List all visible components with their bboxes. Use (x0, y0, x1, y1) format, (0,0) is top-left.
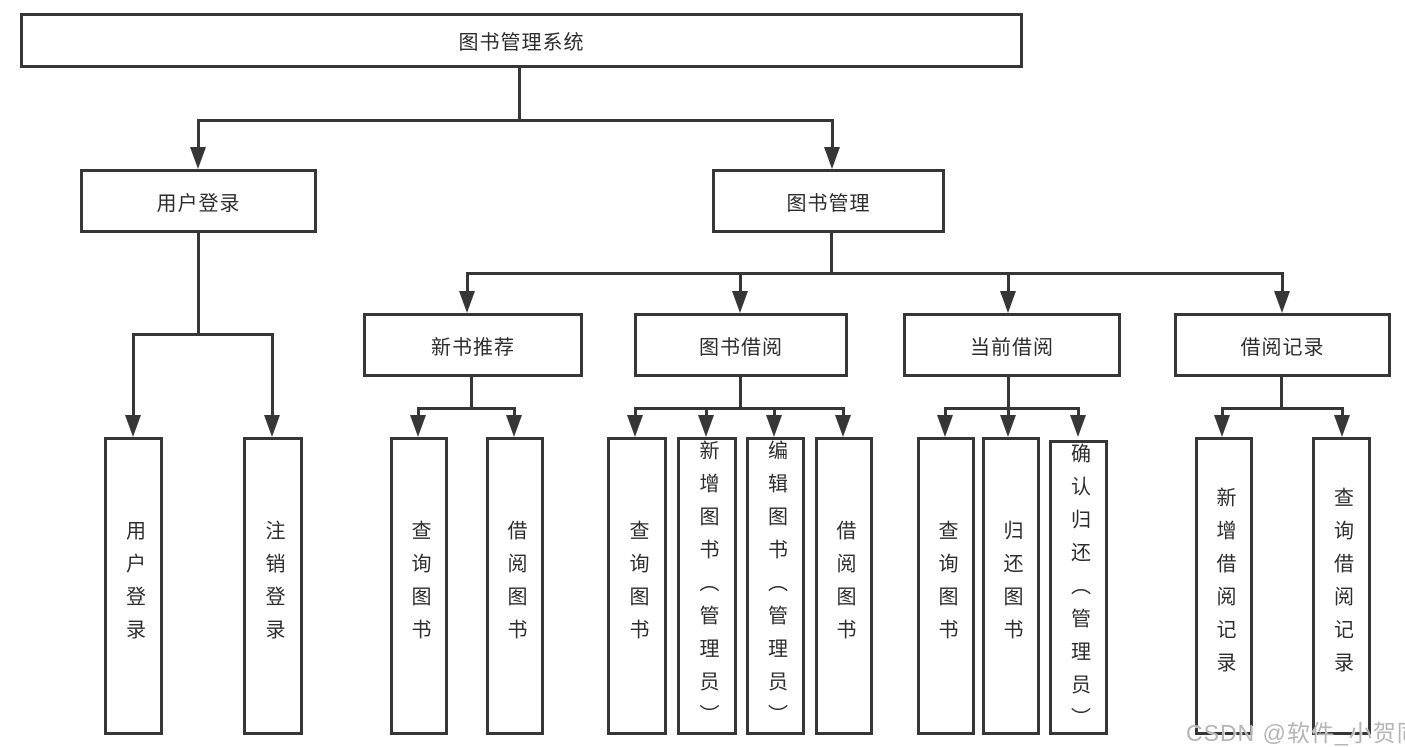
connector-current-borrowing-trunk (1007, 377, 1010, 407)
connector-book-management-span (466, 272, 1283, 275)
arrow-down-icon (410, 415, 426, 437)
leaf-bb-add-books: 新增图书（管理员） (677, 437, 737, 737)
connector-root-trunk (518, 68, 521, 119)
connector-stem-bb-edit (773, 407, 776, 416)
connector-book-borrowing-trunk (739, 377, 742, 407)
connector-stem-br-query (1341, 407, 1344, 416)
leaf-logout-label: 注销登录 (262, 520, 284, 652)
arrow-down-icon (835, 415, 851, 437)
connector-borrowing-records-span (1221, 407, 1343, 410)
leaf-nb-query-books-label: 查询图书 (408, 520, 430, 652)
arrow-down-icon (459, 291, 475, 313)
arrow-down-icon (1214, 415, 1230, 437)
connector-user-login-span (132, 333, 274, 336)
connector-stem-bb-borrow (842, 407, 845, 416)
arrow-down-icon (125, 415, 141, 437)
node-current-borrowing-label: 当前借阅 (970, 336, 1054, 359)
leaf-cb-query-books-label: 查询图书 (935, 520, 957, 652)
connector-book-management-trunk (830, 233, 833, 272)
arrow-down-icon (766, 415, 782, 437)
leaf-user-login: 用户登录 (104, 437, 163, 735)
leaf-bb-query-books-label: 查询图书 (626, 520, 648, 652)
leaf-bb-borrow-books-label: 借阅图书 (833, 520, 855, 652)
arrow-down-icon (506, 415, 522, 437)
leaf-cb-return-books: 归还图书 (982, 437, 1040, 735)
node-book-management: 图书管理 (712, 169, 945, 233)
connector-stem-bb-query (634, 407, 637, 416)
arrow-down-icon (1334, 415, 1350, 437)
node-book-borrowing: 图书借阅 (634, 313, 848, 377)
leaf-br-query-record-label: 查询借阅记录 (1330, 487, 1353, 685)
connector-stem-nb-borrow (513, 407, 516, 416)
node-root-label: 图书管理系统 (458, 32, 585, 54)
connector-new-book-span (417, 407, 515, 410)
node-book-borrowing-label: 图书借阅 (699, 336, 783, 359)
leaf-nb-borrow-books: 借阅图书 (486, 437, 544, 735)
leaf-user-login-label: 用户登录 (122, 520, 145, 652)
arrow-down-icon (732, 291, 748, 313)
node-user-login-label: 用户登录 (156, 192, 241, 215)
connector-stem-borrowing-records (1281, 272, 1284, 292)
node-book-management-label: 图书管理 (786, 192, 871, 215)
connector-stem-cb-query (944, 407, 947, 416)
connector-stem-leaf-logout (271, 333, 274, 416)
connector-stem-book-management (831, 119, 834, 150)
leaf-br-add-record: 新增借阅记录 (1195, 437, 1253, 735)
node-borrowing-records-label: 借阅记录 (1240, 336, 1325, 359)
leaf-bb-query-books: 查询图书 (607, 437, 667, 735)
leaf-cb-return-books-label: 归还图书 (1000, 520, 1022, 652)
arrow-down-icon (1070, 415, 1086, 437)
connector-book-borrowing-span (634, 407, 844, 410)
connector-stem-current-borrowing (1007, 272, 1010, 292)
leaf-bb-add-books-label: 新增图书（管理员） (696, 440, 718, 737)
connector-root-span (197, 119, 834, 122)
arrow-down-icon (937, 415, 953, 437)
arrow-down-icon (190, 147, 206, 169)
arrow-down-icon (1274, 291, 1290, 313)
node-new-book-recommend: 新书推荐 (363, 313, 583, 377)
node-user-login: 用户登录 (80, 169, 317, 233)
connector-current-borrowing-span (944, 407, 1079, 410)
arrow-down-icon (264, 415, 280, 437)
arrow-down-icon (1000, 415, 1016, 437)
watermark-text: CSDN @软件_小贺同学 (1186, 720, 1405, 746)
leaf-bb-borrow-books: 借阅图书 (815, 437, 873, 735)
leaf-bb-edit-books: 编辑图书（管理员） (746, 437, 805, 737)
node-new-book-recommend-label: 新书推荐 (431, 336, 515, 359)
connector-stem-br-add (1221, 407, 1224, 416)
node-current-borrowing: 当前借阅 (903, 313, 1121, 377)
arrow-down-icon (698, 415, 714, 437)
arrow-down-icon (1000, 291, 1016, 313)
leaf-logout: 注销登录 (243, 437, 303, 735)
connector-borrowing-records-trunk (1280, 377, 1283, 407)
connector-new-book-trunk (470, 377, 473, 407)
leaf-nb-borrow-books-label: 借阅图书 (504, 520, 526, 652)
node-root: 图书管理系统 (20, 13, 1023, 68)
connector-stem-book-borrowing (739, 272, 742, 292)
leaf-br-query-record: 查询借阅记录 (1312, 437, 1371, 735)
connector-stem-cb-return (1007, 407, 1010, 416)
leaf-cb-confirm-return: 确认归还（管理员） (1049, 440, 1108, 740)
leaf-bb-edit-books-label: 编辑图书（管理员） (764, 440, 787, 737)
connector-stem-user-login (197, 119, 200, 150)
connector-stem-leaf-user-login (132, 333, 135, 416)
connector-stem-cb-confirm (1077, 407, 1080, 416)
arrow-down-icon (627, 415, 643, 437)
connector-stem-new-book-recommend (466, 272, 469, 292)
connector-user-login-trunk (197, 233, 200, 333)
leaf-br-add-record-label: 新增借阅记录 (1213, 487, 1235, 685)
leaf-cb-confirm-return-label: 确认归还（管理员） (1067, 443, 1090, 740)
node-borrowing-records: 借阅记录 (1174, 313, 1391, 377)
leaf-cb-query-books: 查询图书 (917, 437, 975, 735)
leaf-nb-query-books: 查询图书 (390, 437, 448, 735)
arrow-down-icon (824, 147, 840, 169)
connector-stem-nb-query (417, 407, 420, 416)
connector-stem-bb-add (705, 407, 708, 416)
